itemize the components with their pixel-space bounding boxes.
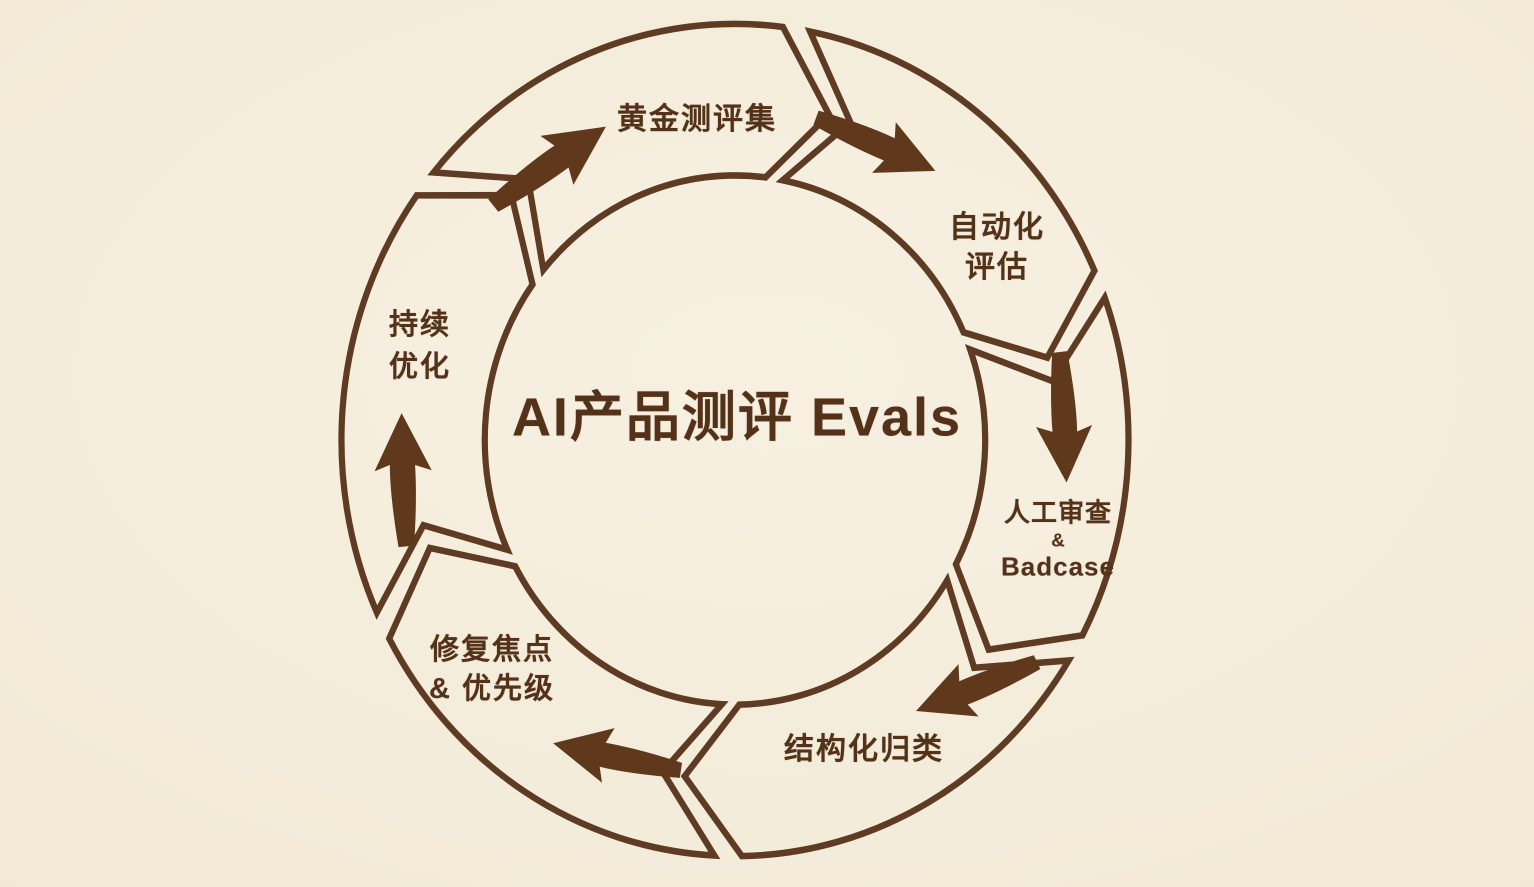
flow-arrows — [374, 110, 1093, 783]
stage-label-golden-set: 黄金测评集 — [617, 94, 777, 138]
stage-label-automated-eval: 自动化 评估 — [949, 208, 1045, 288]
flow-arrow-icon-to-golden-set — [488, 126, 606, 212]
stage-label-fix-focus-priority: 修复焦点 & 优先级 — [429, 631, 555, 709]
stage-segment-structured-categorization — [680, 572, 1075, 860]
stage-label-line: 自动化 — [949, 211, 1045, 244]
stage-label-line: 修复焦点 — [429, 634, 555, 666]
stage-label-line: & — [1051, 529, 1065, 551]
diagram-title: AI产品测评 Evals — [511, 387, 963, 448]
stage-label-line: Badcase — [1001, 551, 1115, 582]
stage-segment-fix-focus-priority — [385, 544, 729, 860]
stage-label-structured-categorization: 结构化归类 — [784, 724, 944, 768]
flow-arrow-icon-to-automated-eval — [813, 110, 936, 173]
stage-label-line: 人工审查 — [1003, 497, 1112, 528]
stage-label-human-review-badcase: 人工审查 & Badcase — [1001, 497, 1115, 582]
stage-label-line: 黄金测评集 — [617, 103, 777, 136]
flow-arrow-icon-to-continuous-optimization — [374, 413, 432, 548]
stage-label-line: & 优先级 — [428, 673, 556, 705]
flow-arrow-icon-to-human-review — [1036, 351, 1093, 483]
stage-segment-automated-eval — [775, 27, 1098, 362]
stage-label-line: 结构化归类 — [784, 733, 944, 766]
stage-label-line: 持续 — [388, 309, 452, 341]
flow-arrow-icon-to-structured-categorization — [915, 655, 1041, 717]
stage-label-line: 优化 — [388, 351, 452, 383]
stage-label-line: 评估 — [965, 251, 1029, 284]
stage-segment-human-review-badcase — [952, 290, 1132, 654]
stage-label-continuous-optimization: 持续 优化 — [389, 304, 451, 388]
ring-segments — [338, 20, 1132, 860]
flow-arrow-icon-to-fix-focus — [553, 728, 683, 783]
stage-segment-golden-set — [427, 20, 833, 278]
stage-segment-continuous-optimization — [338, 191, 536, 620]
